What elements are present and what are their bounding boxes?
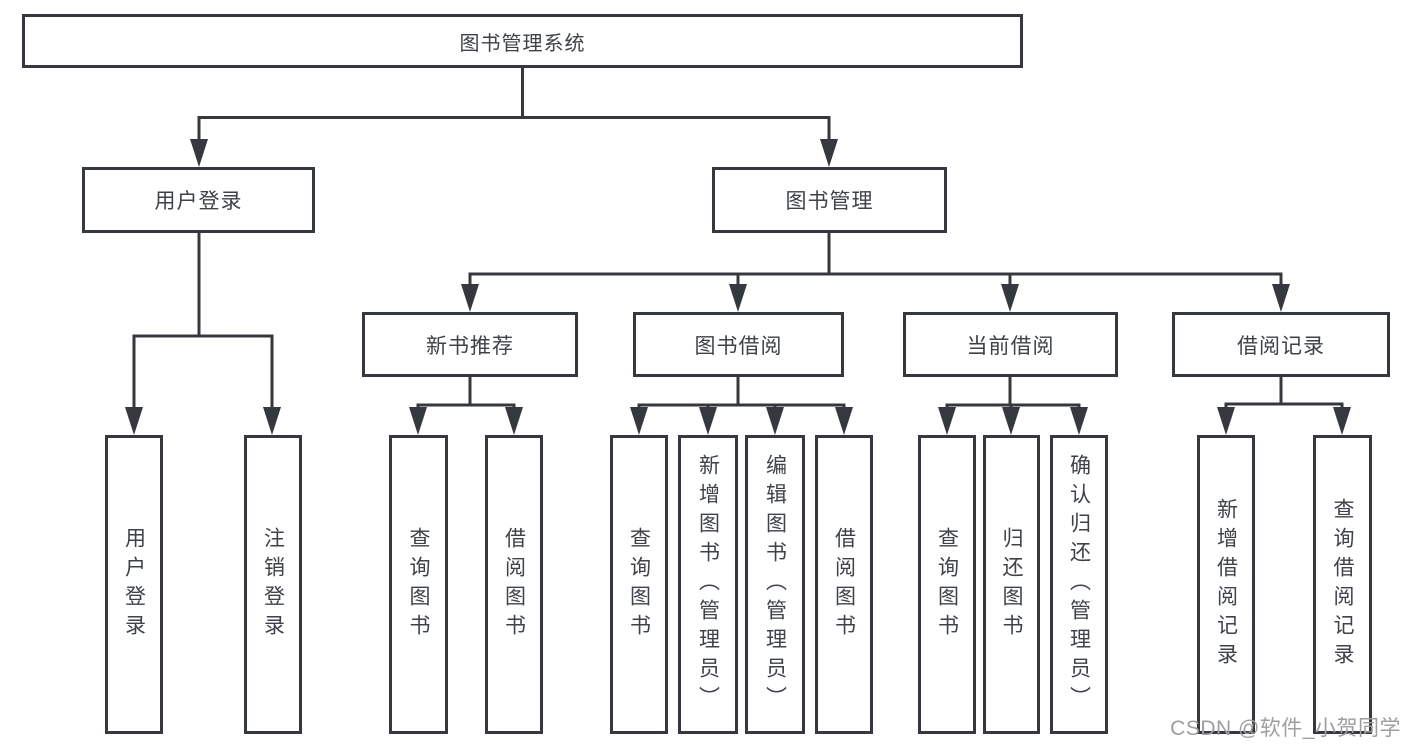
node-borrow-records: 借阅记录 bbox=[1172, 312, 1390, 377]
leaf-add-borrow-record: 新增借阅记录 bbox=[1197, 435, 1255, 734]
leaf-query-borrow-record: 查询借阅记录 bbox=[1313, 435, 1372, 734]
node-book-management: 图书管理 bbox=[712, 167, 947, 233]
csdn-watermark: CSDN @软件_小贺同学 bbox=[1170, 717, 1401, 740]
node-new-book-recommend: 新书推荐 bbox=[362, 312, 578, 377]
node-user-login: 用户登录 bbox=[82, 167, 315, 233]
leaf-logout: 注销登录 bbox=[244, 435, 302, 734]
node-book-borrow: 图书借阅 bbox=[633, 312, 844, 377]
leaf-confirm-return-admin: 确认归还（管理员） bbox=[1050, 435, 1108, 734]
leaf-add-book-admin: 新增图书（管理员） bbox=[678, 435, 738, 734]
leaf-edit-book-admin: 编辑图书（管理员） bbox=[745, 435, 805, 734]
arrowheads bbox=[125, 139, 1351, 435]
leaf-query-books-borrow: 查询图书 bbox=[610, 435, 668, 734]
leaf-return-book: 归还图书 bbox=[983, 435, 1040, 734]
node-root: 图书管理系统 bbox=[22, 14, 1023, 68]
node-current-borrow: 当前借阅 bbox=[903, 312, 1118, 377]
leaf-query-books-recommend: 查询图书 bbox=[389, 435, 448, 734]
leaf-query-books-current: 查询图书 bbox=[918, 435, 976, 734]
leaf-borrow-books-borrow: 借阅图书 bbox=[815, 435, 873, 734]
leaf-user-login: 用户登录 bbox=[105, 435, 163, 734]
leaf-borrow-books-recommend: 借阅图书 bbox=[485, 435, 543, 734]
